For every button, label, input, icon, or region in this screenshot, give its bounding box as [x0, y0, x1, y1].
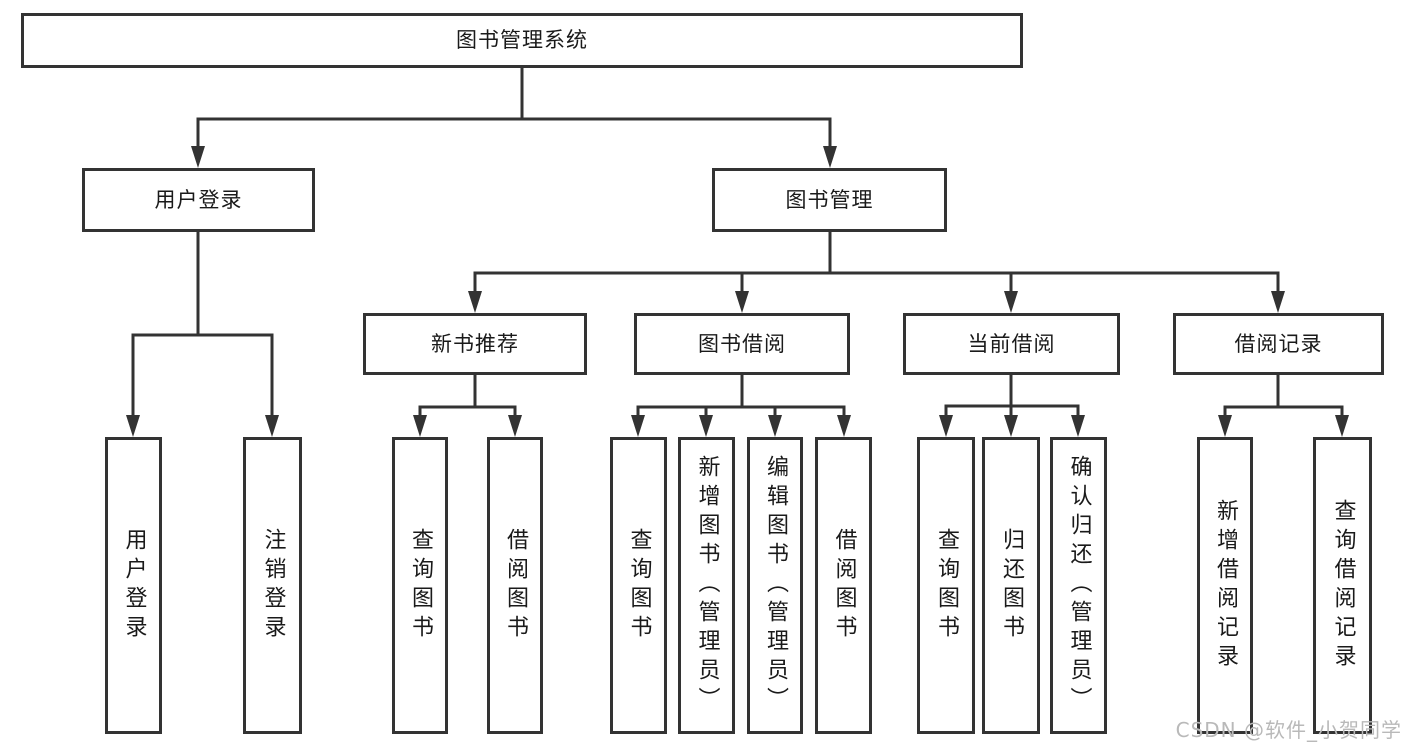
node-add-borrow-record: 新增借阅记录	[1197, 437, 1253, 734]
node-query-borrow-record: 查询借阅记录	[1313, 437, 1372, 734]
node-book-management: 图书管理	[712, 168, 947, 232]
node-book-borrowing: 图书借阅	[634, 313, 850, 375]
node-logout-action: 注销登录	[243, 437, 302, 734]
node-user-login-action: 用户登录	[105, 437, 162, 734]
node-edit-books-admin: 编辑图书（管理员）	[747, 437, 803, 734]
node-borrow-books-borrow: 借阅图书	[815, 437, 872, 734]
node-query-books-current: 查询图书	[917, 437, 975, 734]
node-return-books: 归还图书	[982, 437, 1040, 734]
node-library-management-system: 图书管理系统	[21, 13, 1023, 68]
node-add-books-admin: 新增图书（管理员）	[678, 437, 735, 734]
node-new-book-recommend: 新书推荐	[363, 313, 587, 375]
node-borrow-books-recommend: 借阅图书	[487, 437, 543, 734]
node-query-books-recommend: 查询图书	[392, 437, 448, 734]
node-borrowing-records: 借阅记录	[1173, 313, 1384, 375]
node-confirm-return-admin: 确认归还（管理员）	[1050, 437, 1107, 734]
node-query-books-borrow: 查询图书	[610, 437, 667, 734]
node-current-borrowing: 当前借阅	[903, 313, 1120, 375]
node-user-login: 用户登录	[82, 168, 315, 232]
